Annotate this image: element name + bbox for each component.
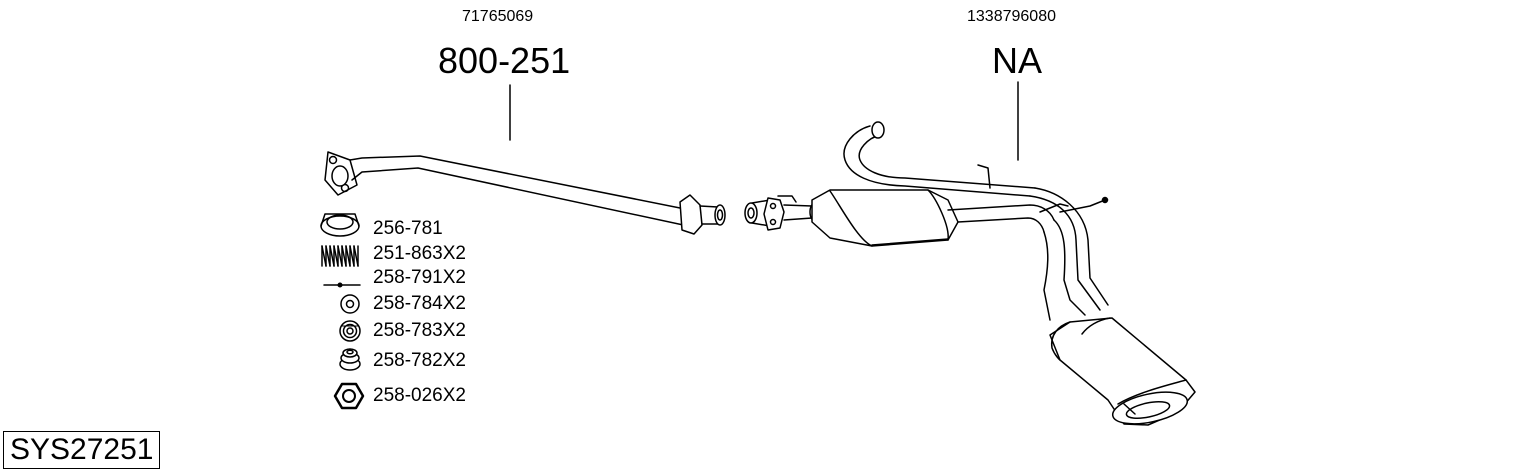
part-number-front-pipe: 800-251 [438,40,571,81]
oem-number-rear-section: 1338796080 [967,8,1056,25]
rear-section-drawing [744,121,1196,426]
oem-number-front-pipe: 71765069 [462,8,534,25]
washer-icon [340,294,360,314]
spring-icon [321,245,359,267]
legend-label-gasket: 256-781 [373,218,443,239]
legend-label-washer: 258-784X2 [373,293,466,314]
rubber-mount-icon [339,320,361,342]
part-number-rear-section: NA [992,40,1043,81]
bolt-icon [323,282,361,288]
hex-nut-icon [333,382,365,410]
legend-label-rubber-mount: 258-783X2 [373,320,466,341]
legend-label-hex-nut: 258-026X2 [373,385,466,406]
gasket-ring-icon [320,213,360,237]
bushing-icon [339,348,361,371]
legend-label-spring: 251-863X2 [373,243,466,264]
legend-label-bolt: 258-791X2 [373,267,466,288]
front-pipe-drawing [324,151,726,235]
system-code-box: SYS27251 [3,431,161,469]
legend-label-bushing: 258-782X2 [373,350,466,371]
